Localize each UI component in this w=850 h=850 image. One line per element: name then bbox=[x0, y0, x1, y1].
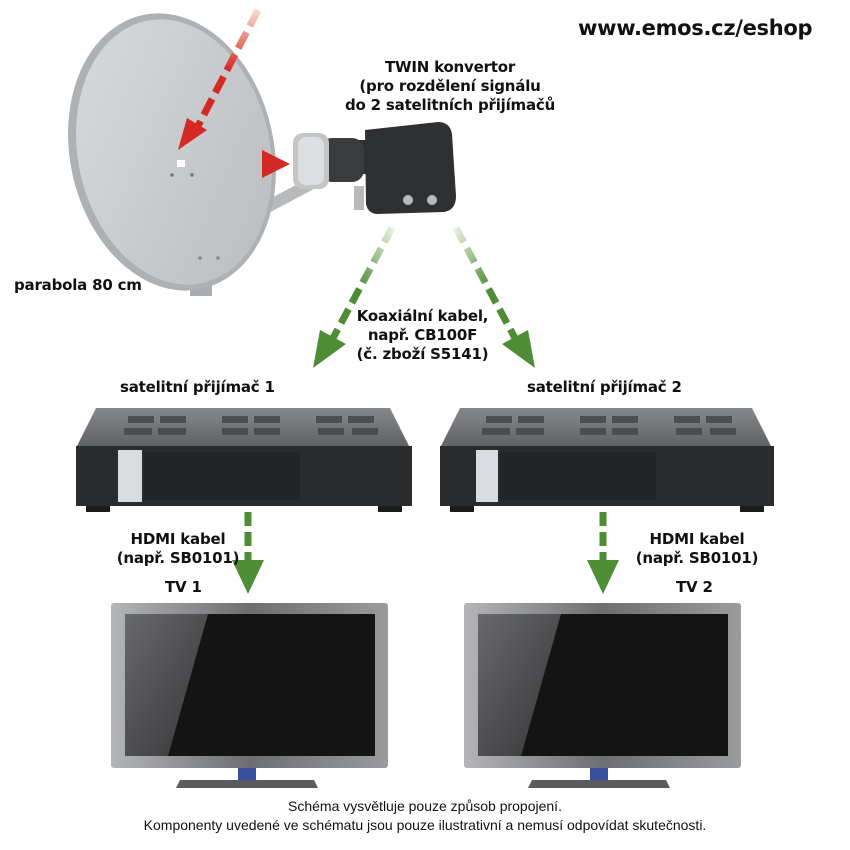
twin-lnb-converter-illustration bbox=[293, 122, 456, 214]
dish-face bbox=[76, 19, 272, 285]
coax-cable-line-2: např. CB100F bbox=[367, 326, 478, 344]
tv-1-label: TV 1 bbox=[165, 578, 202, 596]
hdmi-cable-2-line-2: (např. SB0101) bbox=[635, 549, 759, 567]
tv-2-illustration bbox=[464, 603, 741, 788]
reflected-signal-arrow bbox=[177, 150, 290, 178]
receiver-2-label: satelitní přijímač 2 bbox=[527, 378, 682, 396]
hdmi-cable-2-label: HDMI kabel (např. SB0101) bbox=[617, 530, 777, 568]
twin-converter-desc-line-3: do 2 satelitních přijímačů bbox=[345, 96, 556, 114]
satellite-signal-arrow bbox=[178, 8, 262, 150]
hdmi-cable-1-label: HDMI kabel (např. SB0101) bbox=[98, 530, 258, 568]
disclaimer-footer: Schéma vysvětluje pouze způsob propojení… bbox=[0, 797, 850, 835]
coax-cable-line-1: Koaxiální kabel, bbox=[356, 307, 489, 325]
satellite-receiver-1-illustration bbox=[76, 408, 412, 512]
coax-cable-arrow-right bbox=[452, 226, 535, 368]
coax-cable-arrow-left bbox=[313, 226, 396, 368]
receiver-1-label: satelitní přijímač 1 bbox=[120, 378, 275, 396]
satellite-receiver-2-illustration bbox=[440, 408, 774, 512]
twin-converter-title: TWIN konvertor bbox=[384, 58, 516, 76]
shop-url-link[interactable]: www.emos.cz/eshop bbox=[578, 16, 813, 40]
tv-2-label: TV 2 bbox=[676, 578, 713, 596]
hdmi-cable-1-line-1: HDMI kabel bbox=[130, 530, 226, 548]
dish-label: parabola 80 cm bbox=[14, 276, 142, 294]
disclaimer-line-1: Schéma vysvětluje pouze způsob propojení… bbox=[288, 798, 562, 814]
hdmi-cable-2-line-1: HDMI kabel bbox=[649, 530, 745, 548]
disclaimer-line-2: Komponenty uvedené ve schématu jsou pouz… bbox=[143, 817, 707, 833]
twin-converter-desc-line-2: (pro rozdělení signálu bbox=[359, 77, 541, 95]
coax-cable-line-3: (č. zboží S5141) bbox=[356, 345, 489, 363]
hdmi-cable-arrow-1 bbox=[232, 512, 264, 594]
coax-cable-label: Koaxiální kabel, např. CB100F (č. zboží … bbox=[340, 307, 505, 364]
twin-converter-label: TWIN konvertor (pro rozdělení signálu do… bbox=[345, 58, 555, 115]
tv-1-illustration bbox=[111, 603, 388, 788]
hdmi-cable-1-line-2: (např. SB0101) bbox=[116, 549, 240, 567]
hdmi-cable-arrow-2 bbox=[587, 512, 619, 594]
